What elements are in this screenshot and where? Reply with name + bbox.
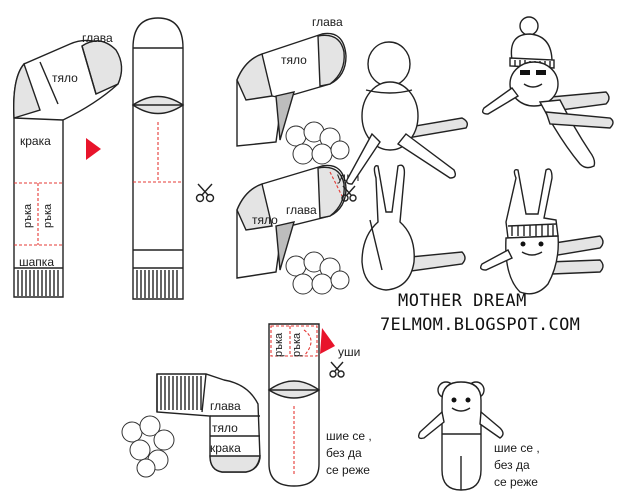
sew-note-right-line2: без да: [494, 458, 530, 472]
scissors-icon: [195, 183, 215, 203]
scissors-icon-bottom: [329, 361, 345, 378]
sock-cuff-ribs: [14, 267, 63, 296]
label-body: тяло: [52, 71, 78, 85]
doll-simple: [345, 41, 469, 185]
red-arrow-icon-bottom: [320, 328, 335, 354]
stuffing-balls-3b: [285, 251, 350, 295]
label-head-3a: глава: [312, 15, 343, 29]
sew-note-right-line3: се реже: [494, 475, 538, 489]
label-arm-left: ръка: [22, 203, 34, 228]
folded-sock-bottom: глава тяло крака: [156, 373, 261, 473]
label-body-3a: тяло: [281, 53, 307, 67]
red-arrow-icon: [86, 138, 101, 160]
scissors-icon-3b: [341, 185, 357, 202]
folded-sock-step3b: уши глава тяло: [236, 164, 359, 279]
folded-sock-step3a: глава тяло: [236, 15, 347, 147]
label-arm-right: ръка: [42, 203, 54, 228]
brand-title: MOTHER DREAM: [398, 291, 527, 311]
label-arm-bottom-left: ръка: [273, 332, 285, 357]
label-legs: крака: [20, 134, 51, 148]
bunny-simple: [361, 164, 466, 291]
label-head-bottom: глава: [210, 399, 241, 413]
label-body-bottom: тяло: [212, 421, 238, 435]
sew-note-line2: без да: [326, 446, 362, 460]
sock-flat-cut-plan: [131, 17, 185, 300]
sew-note-line3: се реже: [326, 463, 370, 477]
label-body-3b: тяло: [252, 213, 278, 227]
stuffing-balls-bottom: [121, 415, 175, 478]
sew-note-right: шие се , без да се реже: [494, 441, 540, 489]
sew-note-middle: шие се , без да се реже: [326, 429, 372, 477]
sew-note-right-line1: шие се ,: [494, 441, 540, 455]
bunny-with-hat: [479, 168, 604, 295]
bear-toy: [417, 381, 504, 491]
label-ears-bottom: уши: [338, 345, 360, 359]
label-head: глава: [82, 31, 113, 45]
sock-labeled-step1: глава тяло крака ръка ръка шапка: [13, 31, 123, 298]
sock-flat-arms-plan: ръка ръка: [267, 323, 321, 487]
brand-site: 7ELMOM.BLOGSPOT.COM: [380, 315, 580, 335]
sew-note-line1: шие се ,: [326, 429, 372, 443]
doll-with-hat: [481, 16, 614, 169]
stuffing-balls-3a: [285, 121, 350, 165]
label-arm-bottom-right: ръка: [291, 332, 303, 357]
label-hat: шапка: [19, 255, 54, 269]
label-head-3b: глава: [286, 203, 317, 217]
label-legs-bottom: крака: [210, 441, 241, 455]
